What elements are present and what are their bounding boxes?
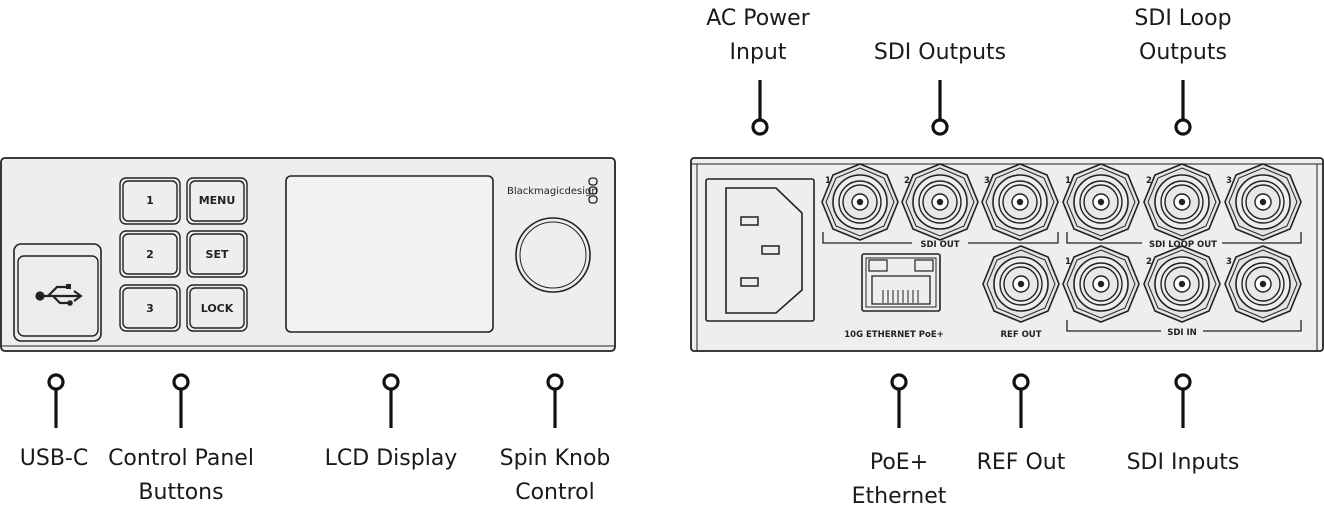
callout-poe-line1: PoE+ xyxy=(870,450,928,475)
callout-ref-out: REF Out xyxy=(977,450,1066,475)
ref-out-label: REF OUT xyxy=(1000,330,1041,340)
lock-button[interactable]: LOCK xyxy=(186,284,248,332)
sdi-loop-number-2: 2 xyxy=(1146,176,1152,186)
callout-leaders xyxy=(47,80,1192,428)
sdi-out-connectors xyxy=(821,163,1059,241)
sdi-out-2-connector xyxy=(901,163,979,241)
sdi-out-number-1: 1 xyxy=(825,176,831,186)
ac-power-inlet xyxy=(705,178,815,322)
callout-ac-power-line1: AC Power xyxy=(706,6,810,31)
callout-sdi-loop-line1: SDI Loop xyxy=(1134,6,1231,31)
group-brackets xyxy=(822,232,1302,332)
sdi-loop-3-connector xyxy=(1224,163,1302,241)
sdi-out-group-label: SDI OUT xyxy=(920,240,959,250)
callout-ac-power-line2: Input xyxy=(730,40,787,65)
callout-sdi-loop-line2: Outputs xyxy=(1139,40,1227,65)
lock-button-label: LOCK xyxy=(201,302,234,315)
ref-out-connector xyxy=(982,245,1060,323)
sdi-loop-out-group-label: SDI LOOP OUT xyxy=(1149,240,1217,250)
button-1-label: 1 xyxy=(146,194,154,207)
button-3-label: 3 xyxy=(146,302,154,315)
sdi-out-number-3: 3 xyxy=(984,176,990,186)
sdi-in-1-connector xyxy=(1062,245,1140,323)
button-1[interactable]: 1 xyxy=(119,177,181,225)
ethernet-label: 10G ETHERNET PoE+ xyxy=(844,330,944,340)
lcd-display-screen xyxy=(285,175,494,333)
brand-logo-icon xyxy=(588,177,598,204)
set-button-label: SET xyxy=(206,248,229,261)
button-3[interactable]: 3 xyxy=(119,284,181,332)
button-2[interactable]: 2 xyxy=(119,230,181,278)
callout-usb-c: USB-C xyxy=(20,446,88,471)
brand-logo-text: Blackmagicdesign xyxy=(507,186,598,197)
sdi-out-1-connector xyxy=(821,163,899,241)
spin-knob[interactable] xyxy=(515,217,591,293)
callout-sdi-inputs: SDI Inputs xyxy=(1127,450,1240,475)
sdi-loop-out-connectors xyxy=(1062,163,1302,241)
set-button[interactable]: SET xyxy=(186,230,248,278)
sdi-loop-number-3: 3 xyxy=(1226,176,1232,186)
sdi-out-number-2: 2 xyxy=(904,176,910,186)
sdi-in-number-3: 3 xyxy=(1226,257,1232,267)
button-2-label: 2 xyxy=(146,248,154,261)
sdi-loop-number-1: 1 xyxy=(1065,176,1071,186)
menu-button[interactable]: MENU xyxy=(186,177,248,225)
ethernet-port xyxy=(861,253,941,312)
control-panel-buttons: 1 2 3 MENU SET LOCK xyxy=(119,177,248,332)
usb-c-port xyxy=(13,243,102,342)
callout-sdi-outputs: SDI Outputs xyxy=(874,40,1006,65)
callout-lcd-display: LCD Display xyxy=(325,446,458,471)
sdi-in-group-label: SDI IN xyxy=(1167,328,1197,338)
callout-control-panel-line1: Control Panel xyxy=(108,446,254,471)
menu-button-label: MENU xyxy=(199,194,236,207)
sdi-in-2-connector xyxy=(1143,245,1221,323)
sdi-in-3-connector xyxy=(1224,245,1302,323)
usb-icon xyxy=(35,284,83,306)
sdi-loop-2-connector xyxy=(1143,163,1221,241)
sdi-in-number-2: 2 xyxy=(1146,257,1152,267)
callout-spin-knob-line1: Spin Knob xyxy=(500,446,611,471)
sdi-out-3-connector xyxy=(981,163,1059,241)
sdi-in-number-1: 1 xyxy=(1065,257,1071,267)
callout-spin-knob-line2: Control xyxy=(515,480,595,505)
sdi-loop-1-connector xyxy=(1062,163,1140,241)
sdi-in-connectors xyxy=(1062,245,1302,323)
callout-control-panel-line2: Buttons xyxy=(138,480,223,505)
callout-poe-line2: Ethernet xyxy=(852,484,947,509)
